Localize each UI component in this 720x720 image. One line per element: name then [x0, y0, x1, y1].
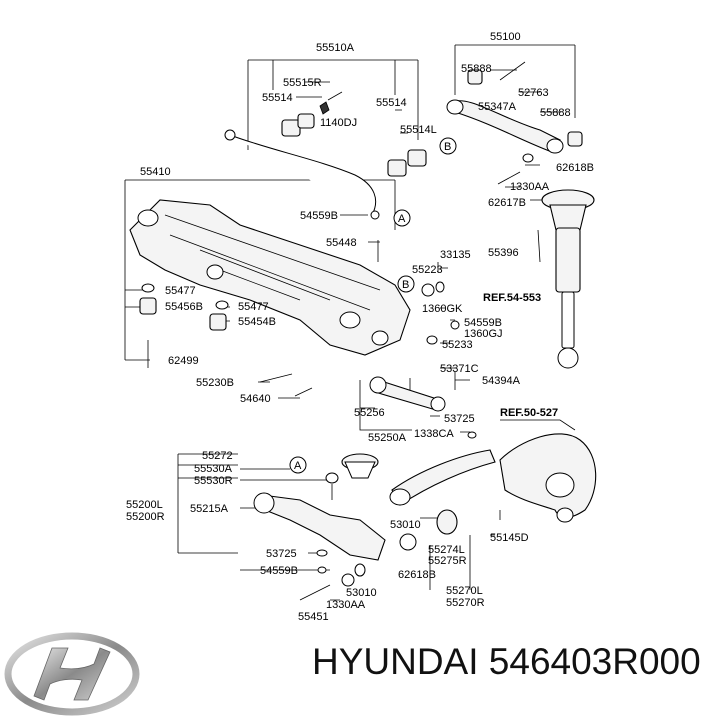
label-55514-left: 55514	[262, 92, 293, 104]
label-55888-right: 55888	[540, 107, 571, 119]
label-53010-bottom: 53010	[346, 587, 377, 599]
label-55272: 55272	[202, 450, 233, 462]
label-55223: 55223	[412, 264, 443, 276]
stabilizer-bar-assembly	[224, 91, 427, 216]
label-62617B: 62617B	[488, 197, 526, 209]
label-55145D: 55145D	[490, 532, 529, 544]
label-55448: 55448	[326, 237, 357, 249]
label-55888-top: 55888	[461, 63, 492, 75]
label-62618B-top: 62618B	[556, 162, 594, 174]
label-55250A: 55250A	[368, 432, 407, 444]
label-55270R: 55270R	[446, 597, 485, 609]
label-55100: 55100	[490, 31, 521, 43]
label-54394A: 54394A	[482, 375, 521, 387]
callout-a-top	[393, 209, 411, 227]
label-55347A: 55347A	[478, 101, 517, 113]
label-55215A: 55215A	[190, 503, 229, 515]
part-labels: 55510A 55515R 55514 55514 1140DJ 55514L …	[126, 31, 594, 623]
label-55274L: 55274L	[428, 544, 465, 556]
label-55515R: 55515R	[283, 77, 322, 89]
label-62499: 62499	[168, 355, 199, 367]
trailing-arm-55270	[389, 449, 496, 551]
label-55200L: 55200L	[126, 499, 163, 511]
label-54559B-bottom: 54559B	[260, 565, 298, 577]
knuckle-assembly	[499, 433, 597, 523]
callout-a-top-text: A	[398, 213, 406, 225]
upper-arm-assembly	[446, 61, 583, 185]
label-55451: 55451	[298, 611, 329, 623]
label-53725-top: 53725	[444, 413, 475, 425]
label-55530R: 55530R	[194, 475, 233, 487]
lateral-arm-55250A	[369, 372, 477, 439]
label-55256: 55256	[354, 407, 385, 419]
label-55275R: 55275R	[428, 555, 467, 567]
bushings-cluster	[421, 262, 460, 345]
label-55477-left: 55477	[165, 285, 196, 297]
label-33135: 33135	[440, 249, 471, 261]
callout-b-top-text: B	[444, 141, 451, 153]
lower-arm-55200	[253, 453, 386, 601]
label-53725-bottom: 53725	[266, 548, 297, 560]
label-55454B: 55454B	[238, 316, 276, 328]
brand-part-number-caption: HYUNDAI 546403R000	[312, 641, 701, 682]
label-53010-top: 53010	[390, 519, 421, 531]
label-55456B: 55456B	[165, 301, 203, 313]
label-55514L: 55514L	[400, 124, 437, 136]
shock-absorber	[537, 189, 595, 369]
label-53371C: 53371C	[440, 363, 479, 375]
label-62618B-bottom: 62618B	[398, 569, 436, 581]
label-55233: 55233	[442, 339, 473, 351]
label-52763: 52763	[518, 87, 549, 99]
label-1330AA-top: 1330AA	[510, 181, 550, 193]
label-54640: 54640	[240, 393, 271, 405]
label-55230B: 55230B	[196, 377, 234, 389]
label-54559B-mid: 54559B	[464, 317, 502, 329]
label-ref-50-527: REF.50-527	[500, 407, 558, 419]
label-55410: 55410	[140, 166, 171, 178]
label-ref-54-553: REF.54-553	[483, 292, 541, 304]
label-55477-right: 55477	[238, 301, 269, 313]
label-55530A: 55530A	[194, 463, 233, 475]
callout-a-low-text: A	[294, 460, 302, 472]
label-1338CA: 1338CA	[414, 428, 454, 440]
label-54559B-top: 54559B	[300, 210, 338, 222]
label-55510A: 55510A	[316, 42, 355, 54]
callout-b-mid-text: B	[402, 279, 409, 291]
callout-a-low	[289, 456, 307, 474]
callout-b-mid	[397, 275, 415, 293]
label-55396: 55396	[488, 247, 519, 259]
label-1140DJ: 1140DJ	[320, 117, 357, 129]
callout-b-top	[439, 137, 457, 155]
callouts: A B B A	[289, 137, 457, 474]
label-55270L: 55270L	[446, 585, 483, 597]
label-1360GJ: 1360GJ	[464, 328, 503, 340]
label-55200R: 55200R	[126, 511, 165, 523]
label-55514-right: 55514	[376, 97, 407, 109]
label-1360GK: 1360GK	[422, 303, 463, 315]
hyundai-logo-icon	[4, 632, 140, 716]
label-1330AA-bottom: 1330AA	[326, 599, 366, 611]
crossmember-subframe	[129, 199, 411, 397]
